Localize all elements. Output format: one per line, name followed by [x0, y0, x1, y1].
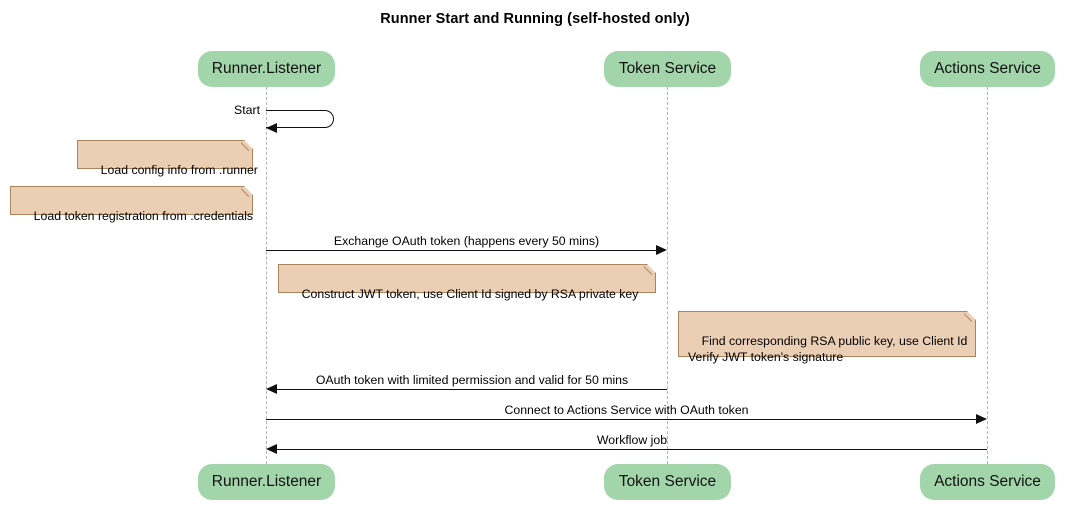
lifeline-token-service	[667, 87, 668, 464]
message-arrowhead-exchange-oauth-token	[656, 245, 667, 255]
note-load-token-registration: Load token registration from .credential…	[10, 186, 253, 223]
participant-label: Runner.Listener	[211, 60, 322, 77]
message-label-oauth-token-response: OAuth token with limited permission and …	[315, 373, 629, 387]
note-fold-edge-icon	[964, 311, 976, 323]
message-label-exchange-oauth-token: Exchange OAuth token (happens every 50 m…	[333, 234, 600, 248]
participant-actions-service-top[interactable]: Actions Service	[920, 51, 1055, 87]
message-label-workflow-job: Workflow job	[596, 433, 668, 447]
note-text: Load token registration from .credential…	[33, 209, 254, 223]
note-fold-edge-icon	[644, 264, 656, 276]
message-line-oauth-token-response	[277, 389, 667, 390]
note-text: Find corresponding RSA public key, use C…	[688, 334, 968, 364]
participant-label: Token Service	[618, 473, 717, 490]
participant-token-service-bottom[interactable]: Token Service	[604, 464, 731, 500]
message-line-exchange-oauth-token	[266, 250, 656, 251]
note-text: Load config info from .runner	[100, 163, 258, 177]
participant-token-service-top[interactable]: Token Service	[604, 51, 731, 87]
message-label-connect-to-actions-service: Connect to Actions Service with OAuth to…	[504, 403, 749, 417]
participant-actions-service-bottom[interactable]: Actions Service	[920, 464, 1055, 500]
message-arrowhead-connect-to-actions-service	[976, 414, 987, 424]
self-message-arrowhead-start	[266, 123, 277, 133]
participant-runner-bottom[interactable]: Runner.Listener	[198, 464, 335, 500]
lifeline-actions-service	[987, 87, 988, 464]
note-find-rsa-public-key: Find corresponding RSA public key, use C…	[678, 311, 976, 364]
participant-label: Actions Service	[934, 473, 1041, 490]
diagram-title: Runner Start and Running (self-hosted on…	[380, 11, 690, 27]
note-fold-edge-icon	[241, 140, 253, 152]
message-arrowhead-oauth-token-response	[266, 384, 277, 394]
note-load-config-info: Load config info from .runner	[77, 140, 258, 177]
note-fold-edge-icon	[241, 186, 253, 198]
note-construct-jwt-token: Construct JWT token, use Client Id signe…	[278, 264, 656, 301]
participant-label: Actions Service	[934, 60, 1041, 77]
message-line-workflow-job	[277, 449, 987, 450]
message-line-connect-to-actions-service	[266, 419, 976, 420]
self-message-label-start: Start	[234, 103, 260, 117]
message-arrowhead-workflow-job	[266, 444, 277, 454]
self-message-loop-start	[266, 110, 334, 128]
lifeline-runner	[266, 87, 267, 464]
participant-label: Runner.Listener	[211, 473, 322, 490]
note-text: Construct JWT token, use Client Id signe…	[301, 287, 639, 301]
participant-label: Token Service	[618, 60, 717, 77]
participant-runner-top[interactable]: Runner.Listener	[198, 51, 335, 87]
